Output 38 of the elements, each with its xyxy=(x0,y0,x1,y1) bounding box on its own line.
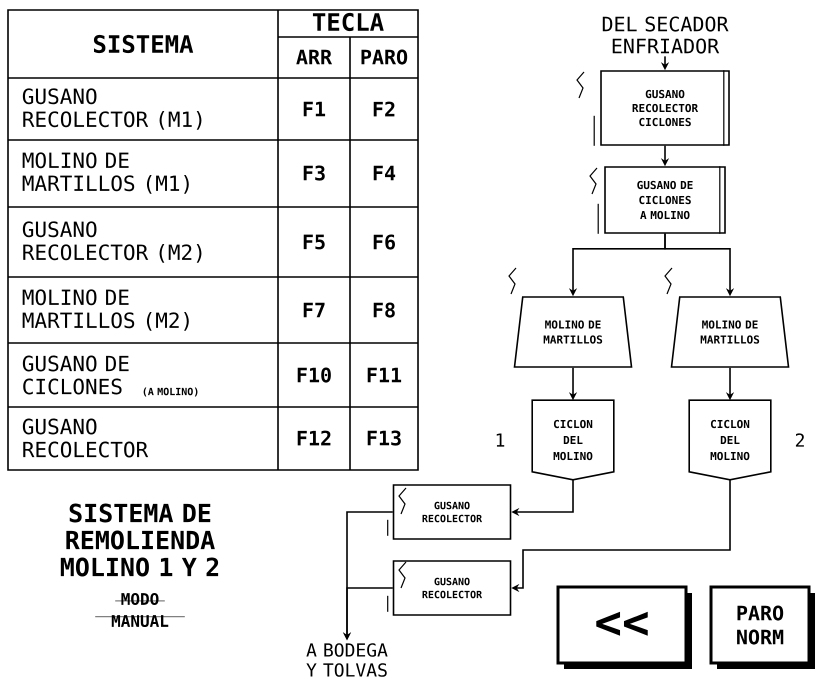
mill-trapezoid: MOLINO DE MARTILLOS xyxy=(670,296,790,368)
table-cell: MOLINO DE MARTILLOS (M2) xyxy=(22,289,189,331)
table-cell: F10 xyxy=(298,367,331,383)
source-label: DEL SECADOR ENFRIADOR xyxy=(602,16,729,54)
table-cell: F5 xyxy=(304,234,325,250)
table-cell: GUSANO DE CICLONES xyxy=(22,356,129,394)
system-title: SISTEMA DE REMOLIENDA MOLINO 1 Y 2 xyxy=(60,504,218,576)
table-cell: F3 xyxy=(304,165,325,181)
table-cell: F1 xyxy=(304,102,326,116)
back-button: << xyxy=(556,586,692,669)
stop-button: PARO NORM xyxy=(710,586,815,669)
table-cell: F12 xyxy=(298,430,330,446)
table-cell: (A MOLINO) xyxy=(144,388,198,396)
cyclone-number: 1 xyxy=(496,433,504,447)
table-cell: F2 xyxy=(374,102,394,116)
table-cell: F4 xyxy=(374,166,396,180)
table-cell: F6 xyxy=(374,234,395,250)
table-cell: F13 xyxy=(368,430,401,446)
column-header: ARR xyxy=(296,50,332,64)
process-box: GUSANO RECOLECTOR xyxy=(387,560,512,616)
mill-trapezoid: MOLINO DE MARTILLOS xyxy=(514,296,632,368)
column-header: PARO xyxy=(362,49,408,65)
destination-label: A BODEGA Y TOLVAS xyxy=(306,643,388,677)
table-cell: GUSANO RECOLECTOR (M1) xyxy=(22,88,202,130)
process-box: GUSANO DE CICLONES A MOLINO xyxy=(598,166,726,234)
cyclone-number: 2 xyxy=(796,433,804,447)
table-cell: F7 xyxy=(304,302,325,318)
column-header: SISTEMA xyxy=(94,34,194,54)
column-header: TECLA xyxy=(312,12,384,32)
process-box: GUSANO RECOLECTOR CICLONES xyxy=(594,70,730,146)
table-cell: MOLINO DE MARTILLOS (M1) xyxy=(22,152,189,194)
table-cell: GUSANO RECOLECTOR xyxy=(22,418,148,458)
table-cell: F11 xyxy=(368,368,402,382)
table-cell: F8 xyxy=(374,302,395,318)
cyclone-box: CICLON DEL MOLINO xyxy=(531,399,615,481)
process-box: GUSANO RECOLECTOR xyxy=(387,484,512,540)
cyclone-box: CICLON DEL MOLINO xyxy=(688,399,772,481)
table-cell: GUSANO RECOLECTOR (M2) xyxy=(22,221,202,263)
